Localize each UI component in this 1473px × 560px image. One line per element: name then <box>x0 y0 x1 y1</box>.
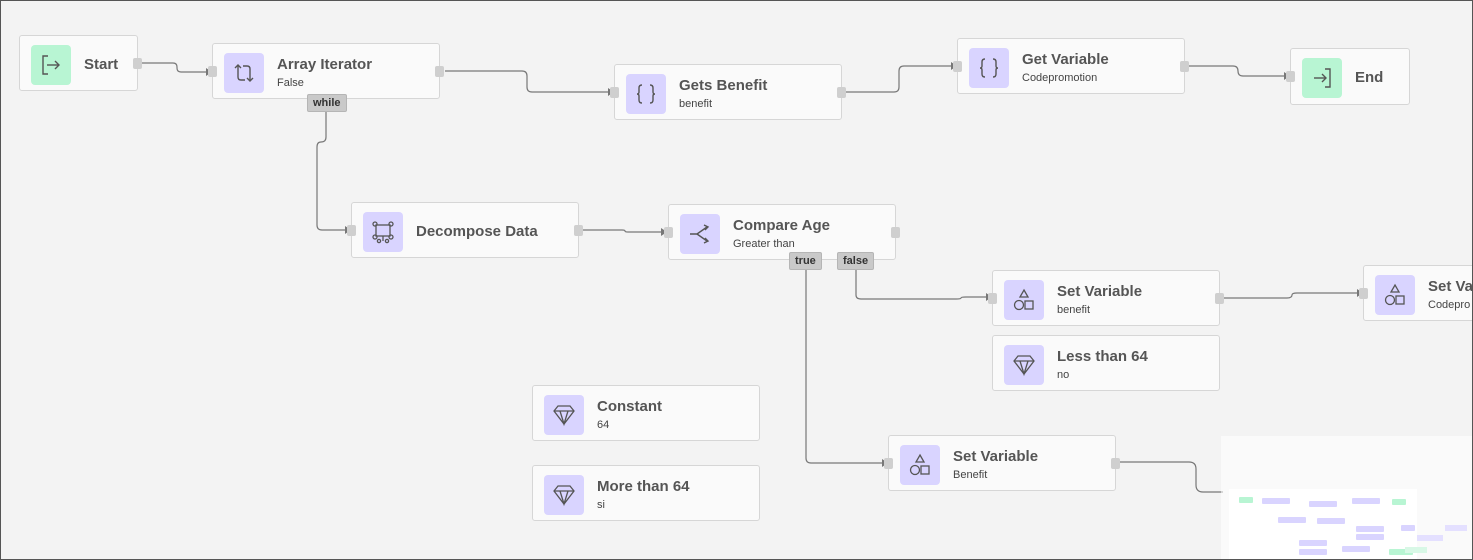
node-set-variable-benefit[interactable]: Set Variable benefit <box>988 270 1224 326</box>
wire-while-to-decompose <box>316 112 345 231</box>
node-subtitle: 64 <box>597 419 610 431</box>
wire-set-variable-out <box>1120 461 1223 493</box>
node-subtitle: benefit <box>679 98 713 110</box>
node-subtitle: si <box>597 499 605 511</box>
minimap-node <box>1299 549 1327 555</box>
minimap-node <box>1317 518 1345 524</box>
input-port[interactable] <box>347 225 356 236</box>
node-subtitle: False <box>277 77 304 89</box>
shapes-icon <box>1375 275 1415 315</box>
minimap-node <box>1239 497 1253 503</box>
node-title: More than 64 <box>597 478 690 495</box>
output-port[interactable] <box>1111 458 1120 469</box>
node-title: Compare Age <box>733 217 830 234</box>
node-start[interactable]: Start <box>19 35 142 91</box>
input-port[interactable] <box>953 61 962 72</box>
node-decompose-data[interactable]: Decompose Data <box>347 202 583 258</box>
node-more-than-64[interactable]: More than 64 si <box>532 465 760 521</box>
wire-start-to-iterator <box>142 62 206 73</box>
node-title: Constant <box>597 398 662 415</box>
node-compare-age[interactable]: Compare Age Greater than <box>664 204 900 260</box>
node-title: Decompose Data <box>416 223 538 240</box>
node-array-iterator[interactable]: Array Iterator False <box>208 43 444 99</box>
curly-braces-icon <box>626 74 666 114</box>
minimap-node <box>1389 549 1413 555</box>
wire-decompose-to-compare <box>583 229 661 233</box>
node-set-variable-benefit-2[interactable]: Set Variable Benefit <box>884 435 1120 491</box>
input-port[interactable] <box>1286 71 1295 82</box>
minimap-node <box>1392 499 1406 505</box>
node-title: Set Va <box>1428 278 1473 295</box>
node-title: Start <box>84 56 119 73</box>
wire-iterator-to-gets-benefit <box>445 70 608 93</box>
output-port[interactable] <box>1215 293 1224 304</box>
minimap-node <box>1445 525 1467 531</box>
input-port[interactable] <box>884 458 893 469</box>
input-port[interactable] <box>1359 288 1368 299</box>
input-port[interactable] <box>664 227 673 238</box>
curly-braces-icon <box>969 48 1009 88</box>
node-subtitle: Greater than <box>733 238 795 250</box>
node-subtitle: Codepromotion <box>1022 72 1098 84</box>
node-title: Set Variable <box>1057 283 1143 300</box>
decompose-icon <box>363 212 403 252</box>
minimap-node <box>1401 525 1415 531</box>
while-tag[interactable]: while <box>307 94 347 112</box>
minimap[interactable] <box>1229 489 1417 559</box>
wire-false-to-set-variable <box>855 269 986 300</box>
minimap-node <box>1309 501 1337 507</box>
minimap-node <box>1417 535 1443 541</box>
node-end[interactable]: End <box>1286 48 1410 105</box>
diamond-icon <box>544 395 584 435</box>
minimap-node <box>1278 517 1306 523</box>
minimap-node <box>1342 546 1370 552</box>
wire-get-variable-to-end <box>1188 65 1284 77</box>
wire-gets-benefit-to-get-variable <box>846 65 951 93</box>
input-port[interactable] <box>208 66 217 77</box>
loop-arrows-icon <box>224 53 264 93</box>
node-subtitle: no <box>1057 369 1070 381</box>
diamond-icon <box>544 475 584 515</box>
exit-icon <box>1302 58 1342 98</box>
input-port[interactable] <box>988 293 997 304</box>
shapes-icon <box>1004 280 1044 320</box>
minimap-node <box>1262 498 1290 504</box>
output-port[interactable] <box>837 87 846 98</box>
wire-set-variable-to-next <box>1224 292 1357 299</box>
node-subtitle: Benefit <box>953 469 988 481</box>
enter-icon <box>31 45 71 85</box>
output-port[interactable] <box>133 58 142 69</box>
node-subtitle: Codepro <box>1428 299 1471 311</box>
output-port[interactable] <box>1180 61 1189 72</box>
minimap-node <box>1352 498 1380 504</box>
node-set-variable-codepromotion[interactable]: Set Va Codepro <box>1359 265 1473 321</box>
branch-icon <box>680 214 720 254</box>
true-branch-tag[interactable]: true <box>789 252 822 270</box>
minimap-node <box>1405 547 1427 553</box>
node-less-than-64[interactable]: Less than 64 no <box>992 335 1220 391</box>
minimap-node <box>1299 540 1327 546</box>
node-title: Gets Benefit <box>679 77 768 94</box>
shapes-icon <box>900 445 940 485</box>
node-title: Get Variable <box>1022 51 1109 68</box>
output-port[interactable] <box>435 66 444 77</box>
node-title: End <box>1355 69 1384 86</box>
output-port[interactable] <box>574 225 583 236</box>
input-port[interactable] <box>610 87 619 98</box>
node-get-variable[interactable]: Get Variable Codepromotion <box>953 38 1189 94</box>
diamond-icon <box>1004 345 1044 385</box>
node-subtitle: benefit <box>1057 304 1091 316</box>
output-port[interactable] <box>891 227 900 238</box>
minimap-node <box>1356 526 1384 532</box>
node-title: Set Variable <box>953 448 1039 465</box>
wire-true-to-set-variable <box>805 269 882 464</box>
node-title: Array Iterator <box>277 56 373 73</box>
node-title: Less than 64 <box>1057 348 1148 365</box>
node-gets-benefit[interactable]: Gets Benefit benefit <box>610 64 846 120</box>
node-constant[interactable]: Constant 64 <box>532 385 760 441</box>
false-branch-tag[interactable]: false <box>837 252 875 270</box>
minimap-node <box>1356 534 1384 540</box>
